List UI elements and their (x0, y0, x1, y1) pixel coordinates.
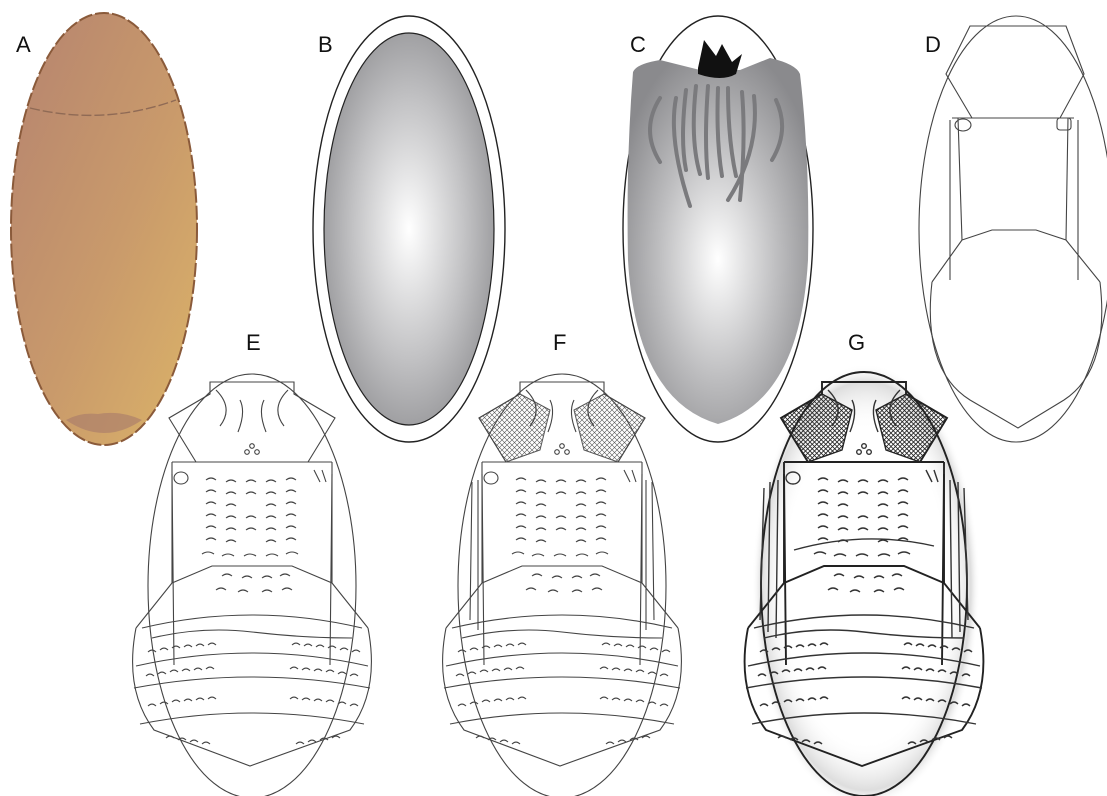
egg-gray (324, 33, 494, 425)
larva-halo-g (752, 364, 980, 796)
larva-body-e (133, 382, 372, 766)
panel-label-e: E (246, 330, 261, 355)
larva-outline-f (458, 374, 666, 796)
panel-g: G (745, 330, 984, 796)
larva-outline-e (148, 374, 356, 796)
panel-label-f: F (553, 330, 566, 355)
panel-d: D (919, 16, 1107, 442)
panel-c: C (623, 16, 813, 442)
panel-label-a: A (16, 32, 31, 57)
panel-label-g: G (848, 330, 865, 355)
egg-photo (11, 13, 197, 445)
panel-b: B (313, 16, 505, 442)
panel-label-d: D (925, 32, 941, 57)
panel-a: A (11, 13, 197, 445)
panel-f: F (443, 330, 682, 796)
panel-label-b: B (318, 32, 333, 57)
larva-body-d (930, 26, 1102, 428)
larva-body-f (443, 382, 682, 766)
panel-e: E (133, 330, 372, 796)
panel-label-c: C (630, 32, 646, 57)
embryo-head (698, 40, 742, 78)
